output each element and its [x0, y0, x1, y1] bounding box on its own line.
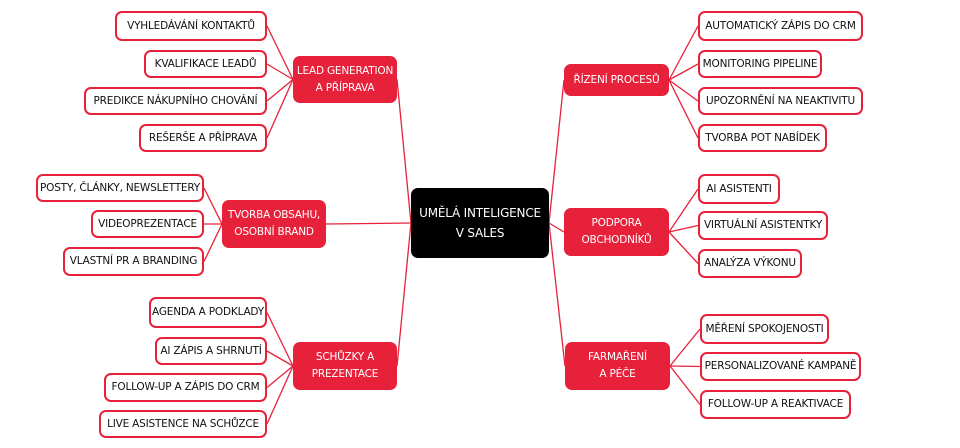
leaf-connector: [266, 350, 294, 367]
leaf-connector: [266, 365, 294, 425]
subtopic[interactable]: MONITORING PIPELINE: [698, 50, 822, 78]
subtopic[interactable]: ANALÝZA VÝKONU: [698, 249, 802, 278]
subtopic-label: VIRTUÁLNÍ ASISTENTKY: [703, 219, 823, 231]
leaf-connector: [668, 224, 699, 233]
branch-topic[interactable]: ŘÍZENÍ PROCESŮ: [564, 64, 669, 96]
branch-connector: [396, 79, 412, 224]
branch-connector: [548, 79, 565, 224]
leaf-connector: [266, 365, 294, 389]
subtopic[interactable]: VLASTNÍ PR A BRANDING: [63, 247, 204, 276]
subtopic[interactable]: TVORBA POT NABÍDEK: [698, 124, 827, 152]
branch-topic-label: LEAD GENERATION A PŘÍPRAVA: [296, 64, 394, 94]
subtopic-label: VYHLEDÁVÁNÍ KONTAKTŮ: [127, 19, 255, 32]
subtopic[interactable]: POSTY, ČLÁNKY, NEWSLETTERY: [36, 174, 204, 202]
subtopic-label: VLASTNÍ PR A BRANDING: [69, 255, 198, 267]
branch-topic-label: TVORBA OBSAHU, OSOBNÍ BRAND: [227, 209, 321, 238]
subtopic-label: FOLLOW-UP A REAKTIVACE: [707, 398, 844, 410]
subtopic[interactable]: AGENDA A PODKLADY: [149, 297, 267, 328]
subtopic-label: KVALIFIKACE LEADŮ: [154, 57, 257, 70]
branch-connector: [548, 222, 566, 367]
subtopic[interactable]: VYHLEDÁVÁNÍ KONTAKTŮ: [115, 11, 267, 41]
leaf-connector: [669, 365, 701, 405]
leaf-connector: [203, 223, 223, 262]
subtopic-label: ANALÝZA VÝKONU: [704, 257, 796, 269]
leaf-connector: [669, 328, 701, 367]
branch-connector: [548, 222, 565, 233]
subtopic-label: POSTY, ČLÁNKY, NEWSLETTERY: [40, 181, 200, 194]
subtopic[interactable]: UPOZORNĚNÍ NA NEAKTIVITU: [698, 87, 863, 115]
subtopic-label: UPOZORNĚNÍ NA NEAKTIVITU: [705, 94, 856, 107]
branch-topic-label: ŘÍZENÍ PROCESŮ: [573, 73, 660, 86]
central-topic-label: UMĚLÁ INTELIGENCE V SALES: [419, 206, 541, 240]
subtopic-label: AI ASISTENTI: [706, 182, 772, 195]
subtopic-label: TVORBA POT NABÍDEK: [705, 131, 820, 144]
leaf-connector: [669, 365, 701, 368]
leaf-connector: [266, 312, 294, 367]
leaf-connector: [668, 79, 699, 139]
subtopic[interactable]: MĚŘENÍ SPOKOJENOSTI: [700, 314, 829, 344]
central-topic[interactable]: UMĚLÁ INTELIGENCE V SALES: [411, 188, 549, 258]
subtopic-label: AI ZÁPIS A SHRNUTÍ: [160, 344, 262, 357]
subtopic-label: PREDIKCE NÁKUPNÍHO CHOVÁNÍ: [93, 94, 258, 107]
leaf-connector: [266, 78, 294, 102]
leaf-connector: [668, 79, 699, 102]
leaf-connector: [266, 25, 294, 80]
subtopic-label: VIDEOPREZENTACE: [98, 217, 197, 230]
branch-topic[interactable]: SCHŮZKY A PREZENTACE: [293, 342, 397, 390]
branch-topic[interactable]: TVORBA OBSAHU, OSOBNÍ BRAND: [222, 200, 326, 248]
leaf-connector: [266, 63, 294, 81]
leaf-connector: [668, 25, 699, 81]
subtopic-label: MĚŘENÍ SPOKOJENOSTI: [705, 322, 824, 335]
leaf-connector: [668, 231, 699, 264]
branch-topic-label: FARMAŘENÍ A PÉČE: [588, 351, 647, 380]
subtopic[interactable]: AI ASISTENTI: [698, 174, 780, 204]
subtopic[interactable]: LIVE ASISTENCE NA SCHŮZCE: [99, 410, 267, 438]
subtopic-label: AUTOMATICKÝ ZÁPIS DO CRM: [705, 19, 856, 32]
subtopic[interactable]: VIDEOPREZENTACE: [91, 210, 204, 238]
subtopic-label: REŠERŠE A PŘÍPRAVA: [148, 131, 258, 144]
subtopic-label: FOLLOW-UP A ZÁPIS DO CRM: [111, 381, 260, 393]
subtopic[interactable]: AI ZÁPIS A SHRNUTÍ: [155, 337, 267, 365]
subtopic-label: MONITORING PIPELINE: [702, 57, 818, 70]
subtopic[interactable]: PREDIKCE NÁKUPNÍHO CHOVÁNÍ: [84, 87, 267, 115]
branch-topic-label: SCHŮZKY A PREZENTACE: [311, 351, 379, 380]
branch-topic[interactable]: LEAD GENERATION A PŘÍPRAVA: [293, 56, 397, 103]
subtopic[interactable]: PERSONALIZOVANÉ KAMPANĚ: [700, 352, 861, 381]
leaf-connector: [668, 188, 699, 233]
subtopic[interactable]: FOLLOW-UP A REAKTIVACE: [700, 390, 851, 419]
leaf-connector: [203, 187, 223, 225]
leaf-connector: [668, 63, 699, 81]
subtopic[interactable]: VIRTUÁLNÍ ASISTENTKY: [698, 211, 828, 240]
subtopic[interactable]: FOLLOW-UP A ZÁPIS DO CRM: [104, 373, 267, 402]
branch-topic-label: PODPORA OBCHODNÍKŮ: [581, 217, 652, 246]
subtopic-label: LIVE ASISTENCE NA SCHŮZCE: [107, 417, 259, 430]
subtopic[interactable]: AUTOMATICKÝ ZÁPIS DO CRM: [698, 11, 863, 41]
branch-connector: [396, 222, 412, 367]
branch-connector: [325, 222, 412, 225]
subtopic[interactable]: KVALIFIKACE LEADŮ: [144, 50, 267, 78]
subtopic-label: AGENDA A PODKLADY: [152, 306, 264, 318]
branch-topic[interactable]: FARMAŘENÍ A PÉČE: [565, 342, 670, 390]
subtopic[interactable]: REŠERŠE A PŘÍPRAVA: [139, 124, 267, 152]
branch-topic[interactable]: PODPORA OBCHODNÍKŮ: [564, 208, 669, 256]
subtopic-label: PERSONALIZOVANÉ KAMPANĚ: [704, 360, 857, 372]
leaf-connector: [266, 79, 294, 139]
